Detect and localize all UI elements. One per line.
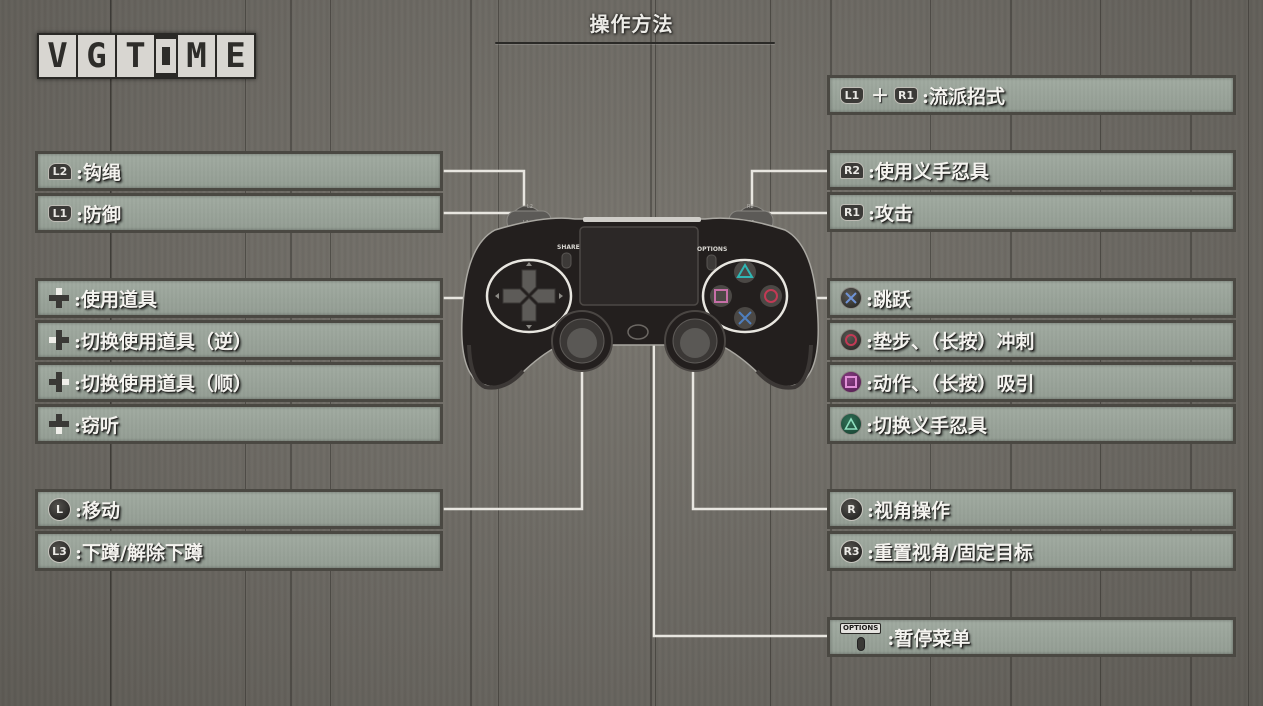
mapping-triangle: :切换义手忍具 xyxy=(827,404,1236,444)
action-label: 视角操作 xyxy=(874,499,951,522)
action-label: 跳跃 xyxy=(873,288,912,311)
logo-letter: G xyxy=(78,35,115,77)
action-label: 使用义手忍具 xyxy=(875,160,990,183)
dpad-up-icon xyxy=(48,287,70,309)
left-stick-icon xyxy=(551,310,613,372)
dpad-left-icon xyxy=(48,329,70,351)
triangle-button-icon xyxy=(840,413,862,435)
mapping-r2: R2 :使用义手忍具 xyxy=(827,150,1236,190)
action-label: 防御 xyxy=(83,203,122,226)
l1-bumper-icon: L1 xyxy=(840,86,864,104)
right-stick-icon xyxy=(664,310,726,372)
l3-press-icon: L3 xyxy=(48,539,71,563)
action-label: 攻击 xyxy=(875,202,914,225)
action-label: 重置视角/固定目标 xyxy=(874,541,1033,564)
action-label: 使用道具 xyxy=(81,288,158,311)
left-stick-icon: L xyxy=(48,497,71,521)
mapping-cross: :跳跃 xyxy=(827,278,1236,318)
options-button xyxy=(706,254,717,271)
action-label: 切换使用道具（顺） xyxy=(81,372,253,395)
action-label: 移动 xyxy=(82,499,121,522)
plus-sign: ＋ xyxy=(871,86,889,107)
action-label: 切换使用道具（逆） xyxy=(81,330,253,353)
options-button-icon: OPTIONS xyxy=(840,623,882,651)
light-bar xyxy=(583,217,701,222)
l1-bumper-icon: L1 xyxy=(48,204,72,222)
ps4-controller: L2 L1 R2 R1 SHARE OPTIONS xyxy=(461,204,819,390)
svg-text:OPTIONS: OPTIONS xyxy=(697,246,727,253)
square-button-icon xyxy=(710,285,732,307)
touchpad xyxy=(579,226,699,306)
triangle-button-icon xyxy=(734,261,756,283)
mapping-dpad-up: :使用道具 xyxy=(35,278,443,318)
mapping-right-stick: R :视角操作 xyxy=(827,489,1236,529)
mapping-l2: L2 :钩绳 xyxy=(35,151,443,191)
action-label: 垫步、（长按）冲刺 xyxy=(873,330,1035,353)
mapping-dpad-right: :切换使用道具（顺） xyxy=(35,362,443,402)
r1-bumper-icon: R1 xyxy=(894,86,918,104)
cross-button-icon xyxy=(734,307,756,329)
ps-button xyxy=(627,324,649,340)
mapping-dpad-down: :窃听 xyxy=(35,404,443,444)
square-button-icon xyxy=(840,371,862,393)
mapping-dpad-left: :切换使用道具（逆） xyxy=(35,320,443,360)
circle-button-icon xyxy=(840,329,862,351)
mapping-circle: :垫步、（长按）冲刺 xyxy=(827,320,1236,360)
cross-button-icon xyxy=(840,287,862,309)
action-label: 动作、（长按）吸引 xyxy=(873,372,1035,395)
logo-letter: V xyxy=(39,35,76,77)
action-label: 窃听 xyxy=(81,414,120,437)
svg-text:SHARE: SHARE xyxy=(557,244,580,251)
mapping-r1: R1 :攻击 xyxy=(827,192,1236,232)
mapping-l1-r1-combo: L1 ＋ R1 :流派招式 xyxy=(827,75,1236,115)
mapping-l1: L1 :防御 xyxy=(35,193,443,233)
mapping-square: :动作、（长按）吸引 xyxy=(827,362,1236,402)
right-stick-icon: R xyxy=(840,497,863,521)
mapping-l3: L3 :下蹲/解除下蹲 xyxy=(35,531,443,571)
r3-press-icon: R3 xyxy=(840,539,863,563)
l2-trigger-icon: L2 xyxy=(48,162,72,180)
action-label: 暂停菜单 xyxy=(894,627,971,650)
action-label: 下蹲/解除下蹲 xyxy=(82,541,203,564)
logo-separator xyxy=(156,39,176,73)
dpad-icon xyxy=(502,269,556,322)
mapping-options: OPTIONS :暂停菜单 xyxy=(827,617,1236,657)
action-label: 钩绳 xyxy=(83,161,122,184)
share-button xyxy=(561,252,572,269)
title-underline xyxy=(495,42,775,44)
logo-letter: E xyxy=(217,35,254,77)
dpad-down-icon xyxy=(48,413,70,435)
mapping-r3: R3 :重置视角/固定目标 xyxy=(827,531,1236,571)
vgtime-logo: V G T M E xyxy=(37,33,256,79)
dpad-right-icon xyxy=(48,371,70,393)
mapping-left-stick: L :移动 xyxy=(35,489,443,529)
r1-bumper-icon: R1 xyxy=(840,203,864,221)
logo-letter: T xyxy=(117,35,154,77)
svg-text:R2: R2 xyxy=(747,204,754,210)
svg-text:L2: L2 xyxy=(527,204,533,210)
page-title: 操作方法 xyxy=(589,12,674,36)
circle-button-icon xyxy=(760,285,782,307)
action-label: 切换义手忍具 xyxy=(873,414,988,437)
logo-letter: M xyxy=(178,35,215,77)
action-label: 流派招式 xyxy=(929,85,1006,108)
r2-trigger-icon: R2 xyxy=(840,161,864,179)
